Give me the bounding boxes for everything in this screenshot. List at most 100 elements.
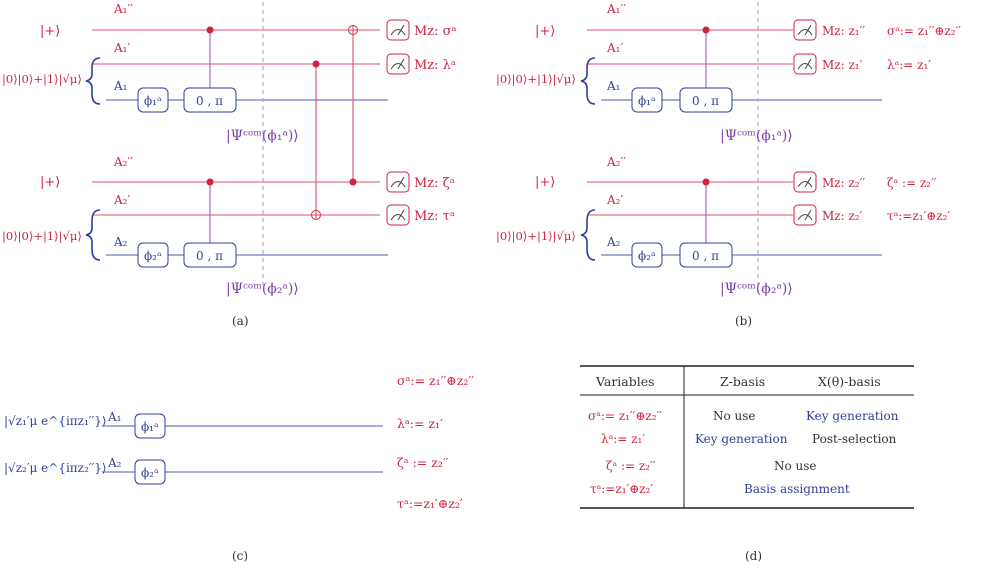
meter-a-3 bbox=[386, 171, 410, 193]
caption-a: (a) bbox=[232, 314, 249, 328]
zero-pi-box-a1 bbox=[183, 87, 237, 113]
ket-plus-b2: |+⟩ bbox=[535, 175, 555, 190]
row1-var: σᵃ:= z₁′′⊕z₂′′ bbox=[588, 409, 662, 423]
label-a1: A₁ bbox=[113, 79, 127, 93]
def-c-3: ζᵃ := z₂′′ bbox=[397, 455, 449, 470]
phase-box-c2 bbox=[134, 459, 166, 485]
meas-b-3: Mz: z₂′′ bbox=[822, 176, 865, 190]
phase-label-c1: ϕ₁ᵃ bbox=[141, 420, 159, 434]
header-x-basis: X(θ)-basis bbox=[818, 374, 881, 389]
superpos-b2: |0⟩|0⟩+|1⟩|√μ⟩ bbox=[496, 229, 576, 244]
state-c1: |√z₁′μ e^{iπz₁′′}⟩ bbox=[4, 414, 107, 428]
caption-c: (c) bbox=[232, 549, 248, 563]
phase-box-a1 bbox=[137, 87, 169, 113]
assign-b-2: λᵃ:= z₁′ bbox=[887, 58, 931, 72]
row1-z: No use bbox=[713, 409, 756, 423]
superpos-1: |0⟩|0⟩+|1⟩|√μ⟩ bbox=[2, 72, 82, 87]
meter-b-1 bbox=[793, 19, 817, 41]
label-a2pp: A₂′′ bbox=[113, 155, 133, 169]
brace-1 bbox=[85, 57, 101, 105]
panel-b: A₁′′ A₁′ A₁ A₂′′ A₂′ A₂ |+⟩ |+⟩ |0⟩|0⟩+|… bbox=[496, 2, 961, 328]
meas-a-4: Mz: τᵃ bbox=[414, 209, 455, 224]
label-b2: A₂ bbox=[606, 235, 621, 249]
cnot-ctrl-1 bbox=[312, 60, 320, 68]
phase-label-c2: ϕ₂ᵃ bbox=[141, 466, 159, 480]
superpos-2: |0⟩|0⟩+|1⟩|√μ⟩ bbox=[2, 229, 82, 244]
ket-plus-b1: |+⟩ bbox=[535, 24, 555, 39]
meas-a-2: Mz: λᵃ bbox=[414, 58, 456, 73]
label-c2: A₂ bbox=[107, 456, 122, 470]
panel-d: Variables Z-basis X(θ)-basis σᵃ:= z₁′′⊕z… bbox=[580, 365, 914, 563]
assign-b-4: τᵃ:=z₁′⊕z₂′ bbox=[887, 209, 950, 223]
psi-b1: |Ψᶜᵒᵐ(ϕ₁ᵃ)⟩ bbox=[720, 128, 793, 144]
zero-pi-label-b2: 0 , π bbox=[692, 249, 719, 263]
phase-box-c1 bbox=[134, 413, 166, 439]
phase-box-a2 bbox=[137, 242, 169, 268]
label-a1p: A₁′ bbox=[113, 41, 130, 55]
label-a2: A₂ bbox=[113, 235, 128, 249]
header-z-basis: Z-basis bbox=[720, 374, 765, 389]
meter-a-4 bbox=[386, 204, 410, 226]
cnot-ctrl-2 bbox=[349, 178, 357, 186]
caption-b: (b) bbox=[735, 314, 752, 328]
phase-box-b2 bbox=[631, 242, 663, 268]
psi-b2: |Ψᶜᵒᵐ(ϕ₂ᵃ)⟩ bbox=[720, 281, 793, 297]
zero-pi-label-a2: 0 , π bbox=[196, 249, 223, 263]
state-c2: |√z₂′μ e^{iπz₂′′}⟩ bbox=[4, 461, 107, 475]
meter-b-2 bbox=[793, 53, 817, 75]
brace-2 bbox=[85, 209, 101, 261]
zero-pi-box-a2 bbox=[183, 242, 237, 268]
def-c-2: λᵃ:= z₁′ bbox=[397, 416, 443, 431]
meter-a-1 bbox=[386, 19, 410, 41]
psi-a1: |Ψᶜᵒᵐ(ϕ₁ᵃ)⟩ bbox=[226, 128, 299, 144]
panel-c: |√z₁′μ e^{iπz₁′′}⟩ |√z₂′μ e^{iπz₂′′}⟩ A₁… bbox=[4, 373, 474, 563]
row1-x: Key generation bbox=[806, 409, 899, 423]
assign-b-1: σᵃ:= z₁′′⊕z₂′′ bbox=[887, 24, 961, 38]
phase-box-b1 bbox=[631, 87, 663, 113]
zero-pi-label-a1: 0 , π bbox=[196, 94, 223, 108]
meas-b-2: Mz: z₁′ bbox=[822, 58, 863, 72]
def-c-1: σᵃ:= z₁′′⊕z₂′′ bbox=[397, 373, 474, 388]
ctrl-dot-b1 bbox=[702, 26, 710, 34]
label-a2p: A₂′ bbox=[113, 193, 130, 207]
row3-span: No use bbox=[774, 459, 817, 473]
row4-var: τᵃ:=z₁′⊕z₂′ bbox=[590, 482, 653, 496]
caption-d: (d) bbox=[745, 549, 762, 563]
meas-b-4: Mz: z₂′ bbox=[822, 209, 863, 223]
row3-var: ζᵃ := z₂′′ bbox=[606, 459, 656, 473]
label-b1p: A₁′ bbox=[606, 41, 623, 55]
assign-b-3: ζᵃ := z₂′′ bbox=[887, 176, 937, 190]
meas-b-1: Mz: z₁′′ bbox=[822, 24, 865, 38]
phase-label-b1: ϕ₁ᵃ bbox=[638, 94, 656, 108]
label-b2pp: A₂′′ bbox=[606, 155, 626, 169]
meter-a-2 bbox=[386, 53, 410, 75]
brace-b1 bbox=[580, 57, 596, 105]
phase-label-b2: ϕ₂ᵃ bbox=[638, 249, 656, 263]
label-b2p: A₂′ bbox=[606, 193, 623, 207]
meter-b-4 bbox=[793, 204, 817, 226]
row2-var: λᵃ:= z₁′ bbox=[601, 432, 645, 446]
panel-a: A₁′′ A₁′ A₁ A₂′′ A₂′ A₂ |+⟩ |+⟩ |0⟩|0⟩+|… bbox=[2, 2, 457, 328]
brace-b2 bbox=[580, 209, 596, 261]
ket-plus-2: |+⟩ bbox=[40, 175, 60, 190]
ctrl-dot-b2 bbox=[702, 178, 710, 186]
meter-b-3 bbox=[793, 171, 817, 193]
ket-plus-1: |+⟩ bbox=[40, 24, 60, 39]
label-b1: A₁ bbox=[606, 79, 620, 93]
psi-a2: |Ψᶜᵒᵐ(ϕ₂ᵃ)⟩ bbox=[226, 281, 299, 297]
zero-pi-box-b1 bbox=[679, 87, 733, 113]
meas-a-1: Mz: σᵃ bbox=[414, 24, 457, 39]
header-variables: Variables bbox=[595, 374, 655, 389]
zero-pi-label-b1: 0 , π bbox=[692, 94, 719, 108]
label-c1: A₁ bbox=[107, 410, 121, 424]
meas-a-3: Mz: ζᵃ bbox=[414, 176, 455, 191]
phase-label-a1: ϕ₁ᵃ bbox=[144, 94, 162, 108]
def-c-4: τᵃ:=z₁′⊕z₂′ bbox=[397, 496, 463, 511]
label-b1pp: A₁′′ bbox=[606, 2, 626, 16]
label-a1pp: A₁′′ bbox=[113, 2, 133, 16]
phase-label-a2: ϕ₂ᵃ bbox=[144, 249, 162, 263]
ctrl-dot-a2 bbox=[206, 178, 214, 186]
row2-z: Key generation bbox=[695, 432, 788, 446]
superpos-b1: |0⟩|0⟩+|1⟩|√μ⟩ bbox=[496, 72, 576, 87]
